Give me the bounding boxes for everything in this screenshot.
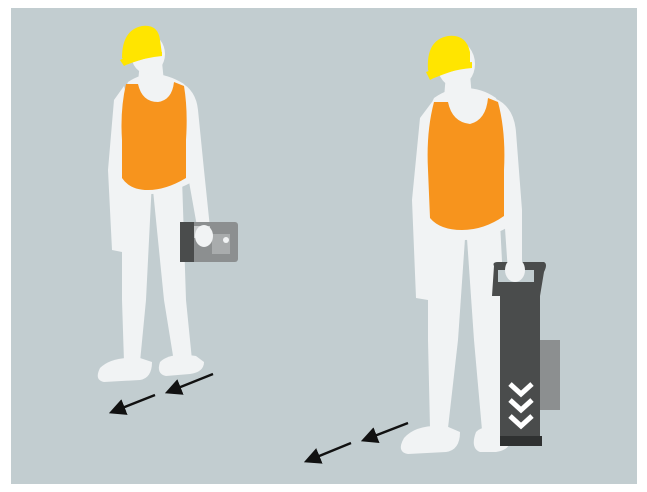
scene-background — [11, 8, 637, 484]
worker-right-hand — [505, 258, 525, 282]
worker-left-hand — [195, 225, 213, 247]
